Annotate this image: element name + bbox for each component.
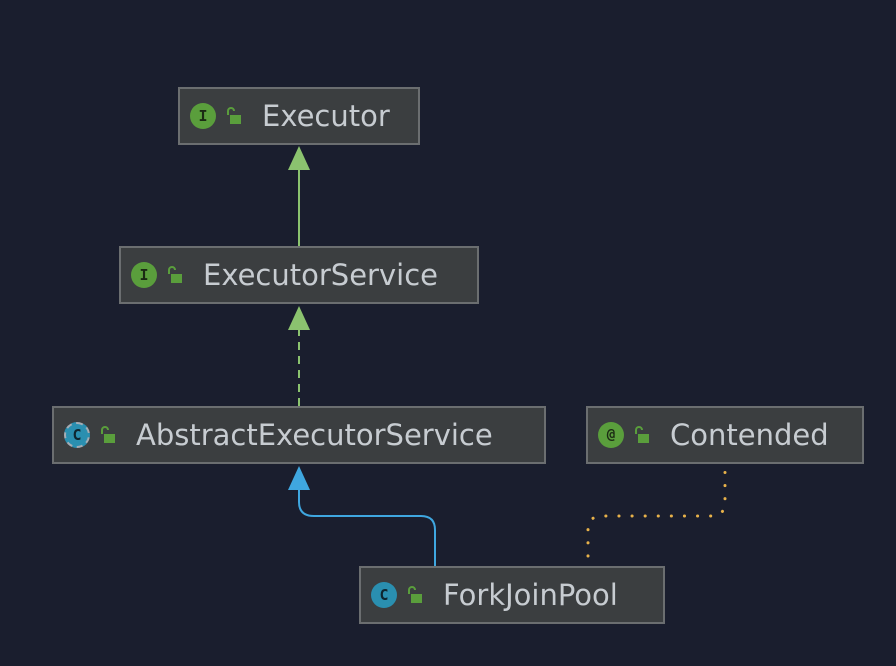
arrowhead-abstractexecutorservice [288,466,310,490]
edge-forkjoinpool-contended [586,464,727,558]
node-fork-join-pool[interactable]: C ForkJoinPool [359,566,665,624]
interface-icon: I [190,103,216,129]
class-icon: C [371,582,397,608]
arrowhead-executorservice [288,306,310,330]
public-lock-icon [408,586,422,603]
annotation-icon: @ [598,422,624,448]
node-label: ForkJoinPool [443,578,618,612]
public-lock-icon [168,266,182,283]
interface-icon: I [131,262,157,288]
node-label: ExecutorService [203,258,438,292]
arrowhead-executor [288,146,310,170]
node-executor-service[interactable]: I ExecutorService [119,246,479,304]
public-lock-icon [635,426,649,443]
node-label: Contended [670,418,829,452]
edge-forkjoinpool-abstractexecutorservice [298,490,436,566]
node-abstract-executor-service[interactable]: C AbstractExecutorService [52,406,546,464]
public-lock-icon [227,107,241,124]
node-contended[interactable]: @ Contended [586,406,864,464]
public-lock-icon [101,426,115,443]
node-executor[interactable]: I Executor [178,87,420,145]
abstract-class-icon: C [64,422,90,448]
node-label: Executor [262,99,390,133]
node-label: AbstractExecutorService [136,418,493,452]
